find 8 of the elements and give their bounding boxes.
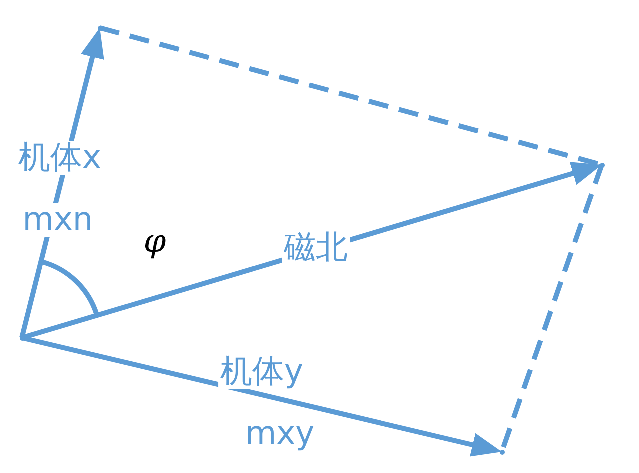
vertex-point bbox=[600, 162, 604, 168]
edge-label: 磁北 bbox=[282, 231, 350, 265]
arrow bbox=[21, 336, 502, 457]
edge-label: 机体x bbox=[16, 141, 104, 175]
edge-label: 机体y bbox=[218, 355, 306, 389]
vertex-point bbox=[98, 26, 102, 30]
angle-symbol: φ bbox=[142, 225, 168, 259]
vertex-point bbox=[500, 450, 504, 454]
